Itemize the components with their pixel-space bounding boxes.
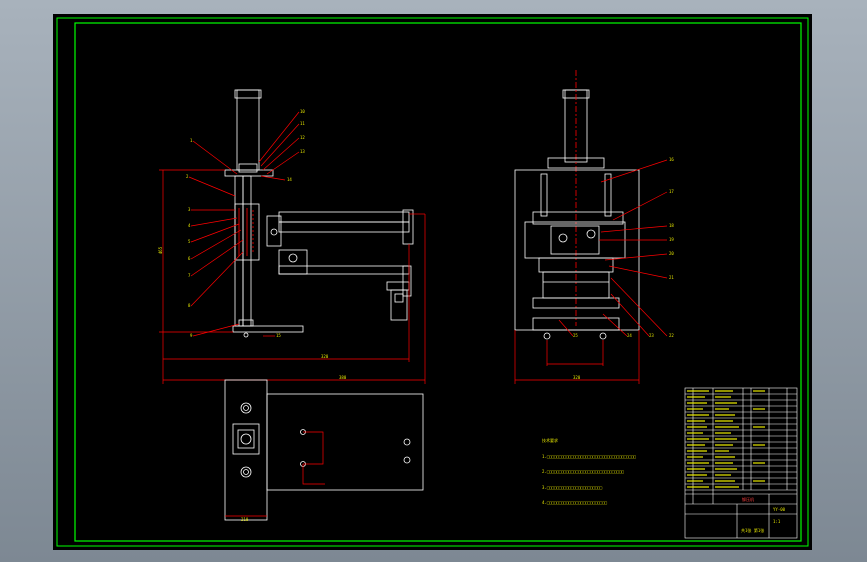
drawing-sheet: 1 2 3 4 5 6 7 8 9 10 11 12 13 14 15 16 1… [53, 14, 812, 550]
dim-front-height: 465 [158, 246, 164, 255]
outer-frame [56, 17, 809, 547]
balloon-front-9: 9 [190, 333, 193, 338]
balloon-side-24: 24 [627, 333, 632, 338]
balloon-side-19: 19 [669, 237, 674, 242]
balloon-front-6: 6 [188, 256, 191, 261]
note-line-1: 1.□□□□□□□□□□□□□□□□□□□□□□□□□□□□□□□□□□□□□ [542, 453, 636, 459]
balloon-front-5: 5 [188, 239, 191, 244]
dim-front-width-2: 380 [339, 375, 347, 380]
balloon-front-1: 1 [190, 138, 193, 143]
drawing-canvas [56, 17, 809, 547]
dim-plan-width: 210 [241, 517, 249, 522]
balloon-front-12: 12 [300, 135, 305, 140]
balloon-side-18: 18 [669, 223, 674, 228]
balloon-side-22: 22 [669, 333, 674, 338]
plan-dimensions [225, 431, 325, 517]
title-block-text-marks [687, 390, 765, 488]
drawing-number: YY-00 [773, 507, 786, 512]
technical-notes: 技术要求 1.□□□□□□□□□□□□□□□□□□□□□□□□□□□□□□□□□… [542, 428, 636, 515]
balloon-side-23: 23 [649, 333, 654, 338]
title-block [684, 387, 798, 539]
balloon-front-15: 15 [276, 333, 281, 338]
balloon-front-8: 8 [188, 303, 191, 308]
notes-heading: 技术要求 [542, 438, 558, 444]
balloon-side-25: 25 [573, 333, 578, 338]
balloon-front-7: 7 [188, 273, 191, 278]
balloon-front-4: 4 [188, 223, 191, 228]
front-view [224, 89, 414, 338]
inner-frame [74, 22, 802, 542]
balloon-side-21: 21 [669, 275, 674, 280]
balloon-front-14: 14 [287, 177, 292, 182]
balloon-front-2: 2 [186, 174, 189, 179]
front-dimensions [159, 111, 426, 384]
sheet-count: 共1张 第1张 [741, 528, 765, 533]
dim-front-width-1: 320 [321, 354, 329, 359]
note-line-2: 2.□□□□□□□□□□□□□□□□□□□□□□□□□□□□□□□□ [542, 469, 624, 475]
balloon-side-17: 17 [669, 189, 674, 194]
side-view [514, 70, 640, 340]
side-dimensions [514, 159, 668, 384]
balloon-side-16: 16 [669, 157, 674, 162]
balloon-front-10: 10 [300, 109, 305, 114]
balloon-side-20: 20 [669, 251, 674, 256]
drawing-scale: 1:1 [773, 519, 781, 524]
balloon-front-3: 3 [188, 207, 191, 212]
plan-view [224, 379, 424, 521]
drawing-name: 铆压机 [742, 497, 754, 502]
note-line-4: 4.□□□□□□□□□□□□□□□□□□□□□□□□□ [542, 500, 608, 506]
note-line-3: 3.□□□□□□□□□□□□□□□□□□□□□□□ [542, 484, 603, 490]
dim-side-width: 320 [573, 375, 581, 380]
balloon-front-13: 13 [300, 149, 305, 154]
balloon-front-11: 11 [300, 121, 305, 126]
